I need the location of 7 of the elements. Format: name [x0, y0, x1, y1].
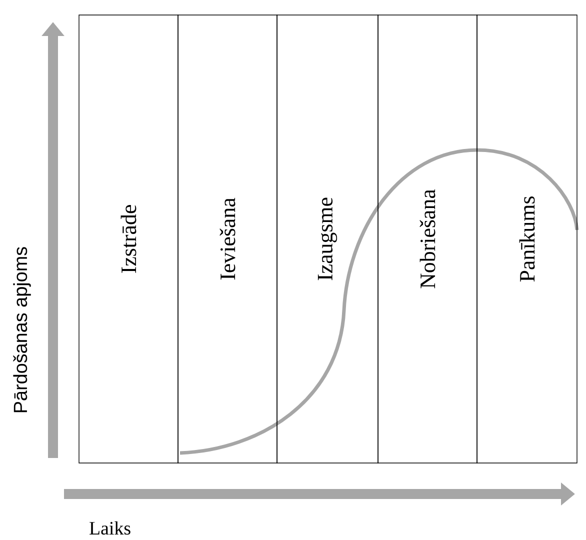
axis-label: Laiks — [90, 521, 130, 535]
stage-column: Izstrāde — [78, 14, 178, 464]
stage-column: Izaugsme — [276, 14, 378, 464]
stage-column: Nobriešana — [378, 14, 478, 464]
axis-label: Pārdošanas apjoms — [13, 247, 31, 412]
stage-column: Panīkums — [476, 14, 578, 464]
stage-column: Ieviešana — [178, 14, 278, 464]
